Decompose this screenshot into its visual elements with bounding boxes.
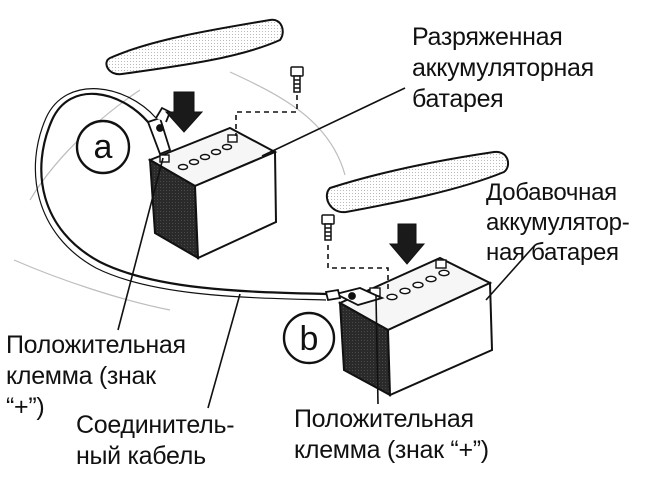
positive-terminal-b-label: Положительная клемма (знак “+”) [294, 405, 489, 464]
discharged-battery [147, 126, 278, 260]
svg-text:b: b [300, 320, 319, 358]
booster-battery [337, 256, 494, 397]
ground-bolt-b-icon [321, 214, 335, 241]
leader-lines [117, 87, 536, 409]
marker-b: b [282, 311, 336, 365]
dashed-link-b [327, 245, 389, 292]
ground-bolt-a-icon [290, 66, 304, 93]
marker-a: a [75, 119, 131, 175]
connecting-cable-label: Соединитель- ный кабель [76, 411, 235, 470]
connecting-cable-inner [34, 88, 327, 301]
connecting-cable [40, 92, 327, 296]
dashed-link-a [235, 95, 298, 136]
discharged-battery-label: Разряженная аккумуляторная батарея [412, 23, 594, 113]
cable-clamp-b [324, 287, 385, 306]
arrow-down-a-icon [164, 91, 204, 133]
arrow-down-b-icon [388, 223, 426, 265]
terminal-cover-b [325, 150, 510, 214]
positive-terminal-a-label: Положительная клемма (знак “+”) [6, 331, 186, 421]
terminal-cover-a [105, 18, 284, 76]
svg-text:a: a [94, 128, 113, 166]
booster-battery-label: Добавочная аккумулятор- ная батарея [486, 179, 630, 266]
cable-clamp-a [146, 106, 172, 156]
